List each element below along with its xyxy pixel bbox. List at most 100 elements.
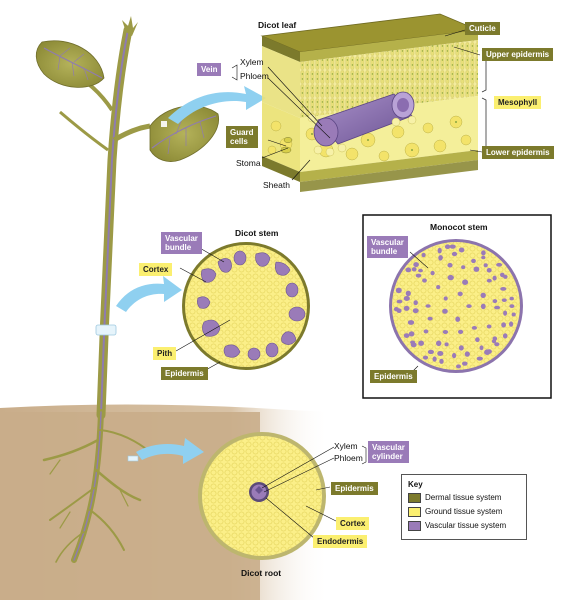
- key-item-label: Dermal tissue system: [425, 493, 502, 503]
- monocot-vascular-bundle-tag: Vascular bundle: [367, 236, 408, 258]
- monocot-vascular-bundle: [436, 285, 441, 290]
- root-phloem-label: Phloem: [334, 453, 363, 463]
- monocot-vascular-bundle: [479, 345, 484, 351]
- monocot-vascular-bundle: [458, 345, 464, 351]
- dicot-cortex-tag: Cortex: [139, 263, 173, 276]
- monocot-vascular-bundle: [486, 268, 492, 273]
- lower-epidermis-tag: Lower epidermis: [482, 146, 554, 159]
- monocot-vascular-bundle: [443, 296, 448, 301]
- monocot-vascular-bundle: [427, 349, 434, 355]
- leaf-phloem-label: Phloem: [240, 71, 269, 81]
- monocot-vascular-bundle: [413, 300, 418, 306]
- dicot-leaf-title: Dicot leaf: [258, 20, 297, 30]
- sheath-label: Sheath: [263, 180, 290, 190]
- monocot-vascular-bundle: [405, 290, 411, 297]
- guard-cells-tag: Guard cells: [226, 126, 258, 148]
- cuticle-tag: Cuticle: [465, 22, 500, 35]
- dicot-stem-title: Dicot stem: [235, 228, 279, 238]
- monocot-vascular-bundle: [436, 340, 442, 347]
- root-cortex-tag: Cortex: [336, 517, 370, 530]
- dicot-epidermis-tag: Epidermis: [161, 367, 208, 380]
- monocot-vascular-bundle: [432, 356, 437, 362]
- monocot-vascular-bundle: [458, 247, 465, 253]
- monocot-vascular-bundle: [403, 333, 410, 338]
- monocot-vascular-bundle: [442, 308, 448, 314]
- monocot-vascular-bundle: [457, 291, 463, 297]
- monocot-vascular-bundle: [476, 356, 483, 361]
- key-item-dermal: Dermal tissue system: [408, 493, 501, 503]
- monocot-vascular-bundle: [451, 251, 458, 257]
- monocot-vascular-bundle: [471, 326, 477, 330]
- monocot-vascular-bundle: [413, 262, 419, 268]
- legend-key: Key Dermal tissue system Ground tissue s…: [401, 474, 527, 540]
- monocot-vascular-bundle: [411, 267, 417, 272]
- key-item-label: Vascular tissue system: [425, 521, 507, 531]
- monocot-vascular-bundle: [396, 299, 403, 304]
- monocot-vascular-bundle: [486, 324, 492, 329]
- mesophyll-tag: Mesophyll: [494, 96, 542, 109]
- monocot-vascular-bundle: [462, 279, 469, 286]
- monocot-vascular-bundle: [475, 337, 480, 343]
- monocot-vascular-bundle: [494, 305, 501, 310]
- monocot-vascular-bundle: [449, 244, 456, 249]
- upper-epidermis-tag: Upper epidermis: [482, 48, 554, 61]
- monocot-vascular-bundle: [430, 270, 435, 276]
- monocot-vascular-bundle: [412, 308, 419, 314]
- monocot-vascular-bundle: [422, 355, 429, 360]
- key-item-vascular: Vascular tissue system: [408, 521, 506, 531]
- monocot-vascular-bundle: [471, 258, 476, 264]
- monocot-vascular-bundle: [503, 274, 508, 279]
- ground-swatch: [408, 507, 421, 517]
- monocot-vascular-bundle: [480, 303, 486, 310]
- key-title: Key: [408, 480, 423, 489]
- monocot-vascular-bundle: [403, 296, 410, 301]
- monocot-vascular-bundle: [444, 244, 451, 249]
- monocot-vascular-bundle: [408, 331, 415, 337]
- monocot-vascular-bundle: [466, 304, 472, 308]
- monocot-vascular-bundle: [462, 361, 468, 366]
- monocot-stem-title: Monocot stem: [430, 222, 488, 232]
- monocot-vascular-bundle: [509, 321, 514, 327]
- monocot-vascular-bundle: [423, 329, 429, 334]
- monocot-vascular-bundle: [484, 349, 491, 356]
- monocot-vascular-bundle: [395, 287, 402, 294]
- monocot-vascular-bundle: [481, 255, 486, 260]
- root-xylem-label: Xylem: [334, 441, 358, 451]
- monocot-vascular-bundle: [452, 352, 457, 359]
- vascular-swatch: [408, 521, 421, 531]
- monocot-vascular-bundle: [427, 316, 433, 321]
- monocot-vascular-bundle: [393, 307, 399, 312]
- monocot-vascular-bundle: [496, 262, 503, 267]
- monocot-vascular-bundle: [437, 247, 442, 254]
- stoma-label: Stoma: [236, 158, 261, 168]
- monocot-vascular-bundle: [511, 312, 516, 317]
- monocot-vascular-bundle: [447, 262, 453, 268]
- monocot-vascular-bundle: [483, 263, 488, 268]
- key-item-label: Ground tissue system: [425, 507, 503, 517]
- dicot-root-title: Dicot root: [241, 568, 282, 578]
- monocot-vascular-bundle: [418, 268, 423, 273]
- monocot-vascular-bundle: [461, 265, 466, 270]
- monocot-vascular-bundle: [439, 358, 444, 364]
- monocot-epidermis-tag: Epidermis: [370, 370, 417, 383]
- key-item-ground: Ground tissue system: [408, 507, 502, 517]
- monocot-vascular-bundle: [437, 351, 444, 356]
- monocot-vascular-bundle: [491, 339, 497, 344]
- monocot-vascular-bundle: [492, 275, 497, 281]
- monocot-vascular-bundle: [455, 316, 461, 322]
- monocot-vascular-bundle: [480, 292, 486, 298]
- vascular-cylinder-tag: Vascular cylinder: [368, 441, 409, 463]
- monocot-vascular-bundle: [444, 342, 449, 347]
- monocot-vascular-bundle: [407, 320, 415, 325]
- monocot-vascular-bundle: [502, 333, 508, 339]
- monocot-vascular-bundle: [501, 298, 507, 303]
- monocot-vascular-bundle: [481, 250, 486, 256]
- pith-tag: Pith: [153, 347, 177, 360]
- endodermis-tag: Endodermis: [313, 535, 368, 548]
- monocot-vascular-bundle: [492, 299, 498, 304]
- monocot-vascular-bundle: [509, 304, 515, 308]
- monocot-vascular-bundle: [410, 340, 416, 345]
- monocot-vascular-bundle: [403, 305, 410, 311]
